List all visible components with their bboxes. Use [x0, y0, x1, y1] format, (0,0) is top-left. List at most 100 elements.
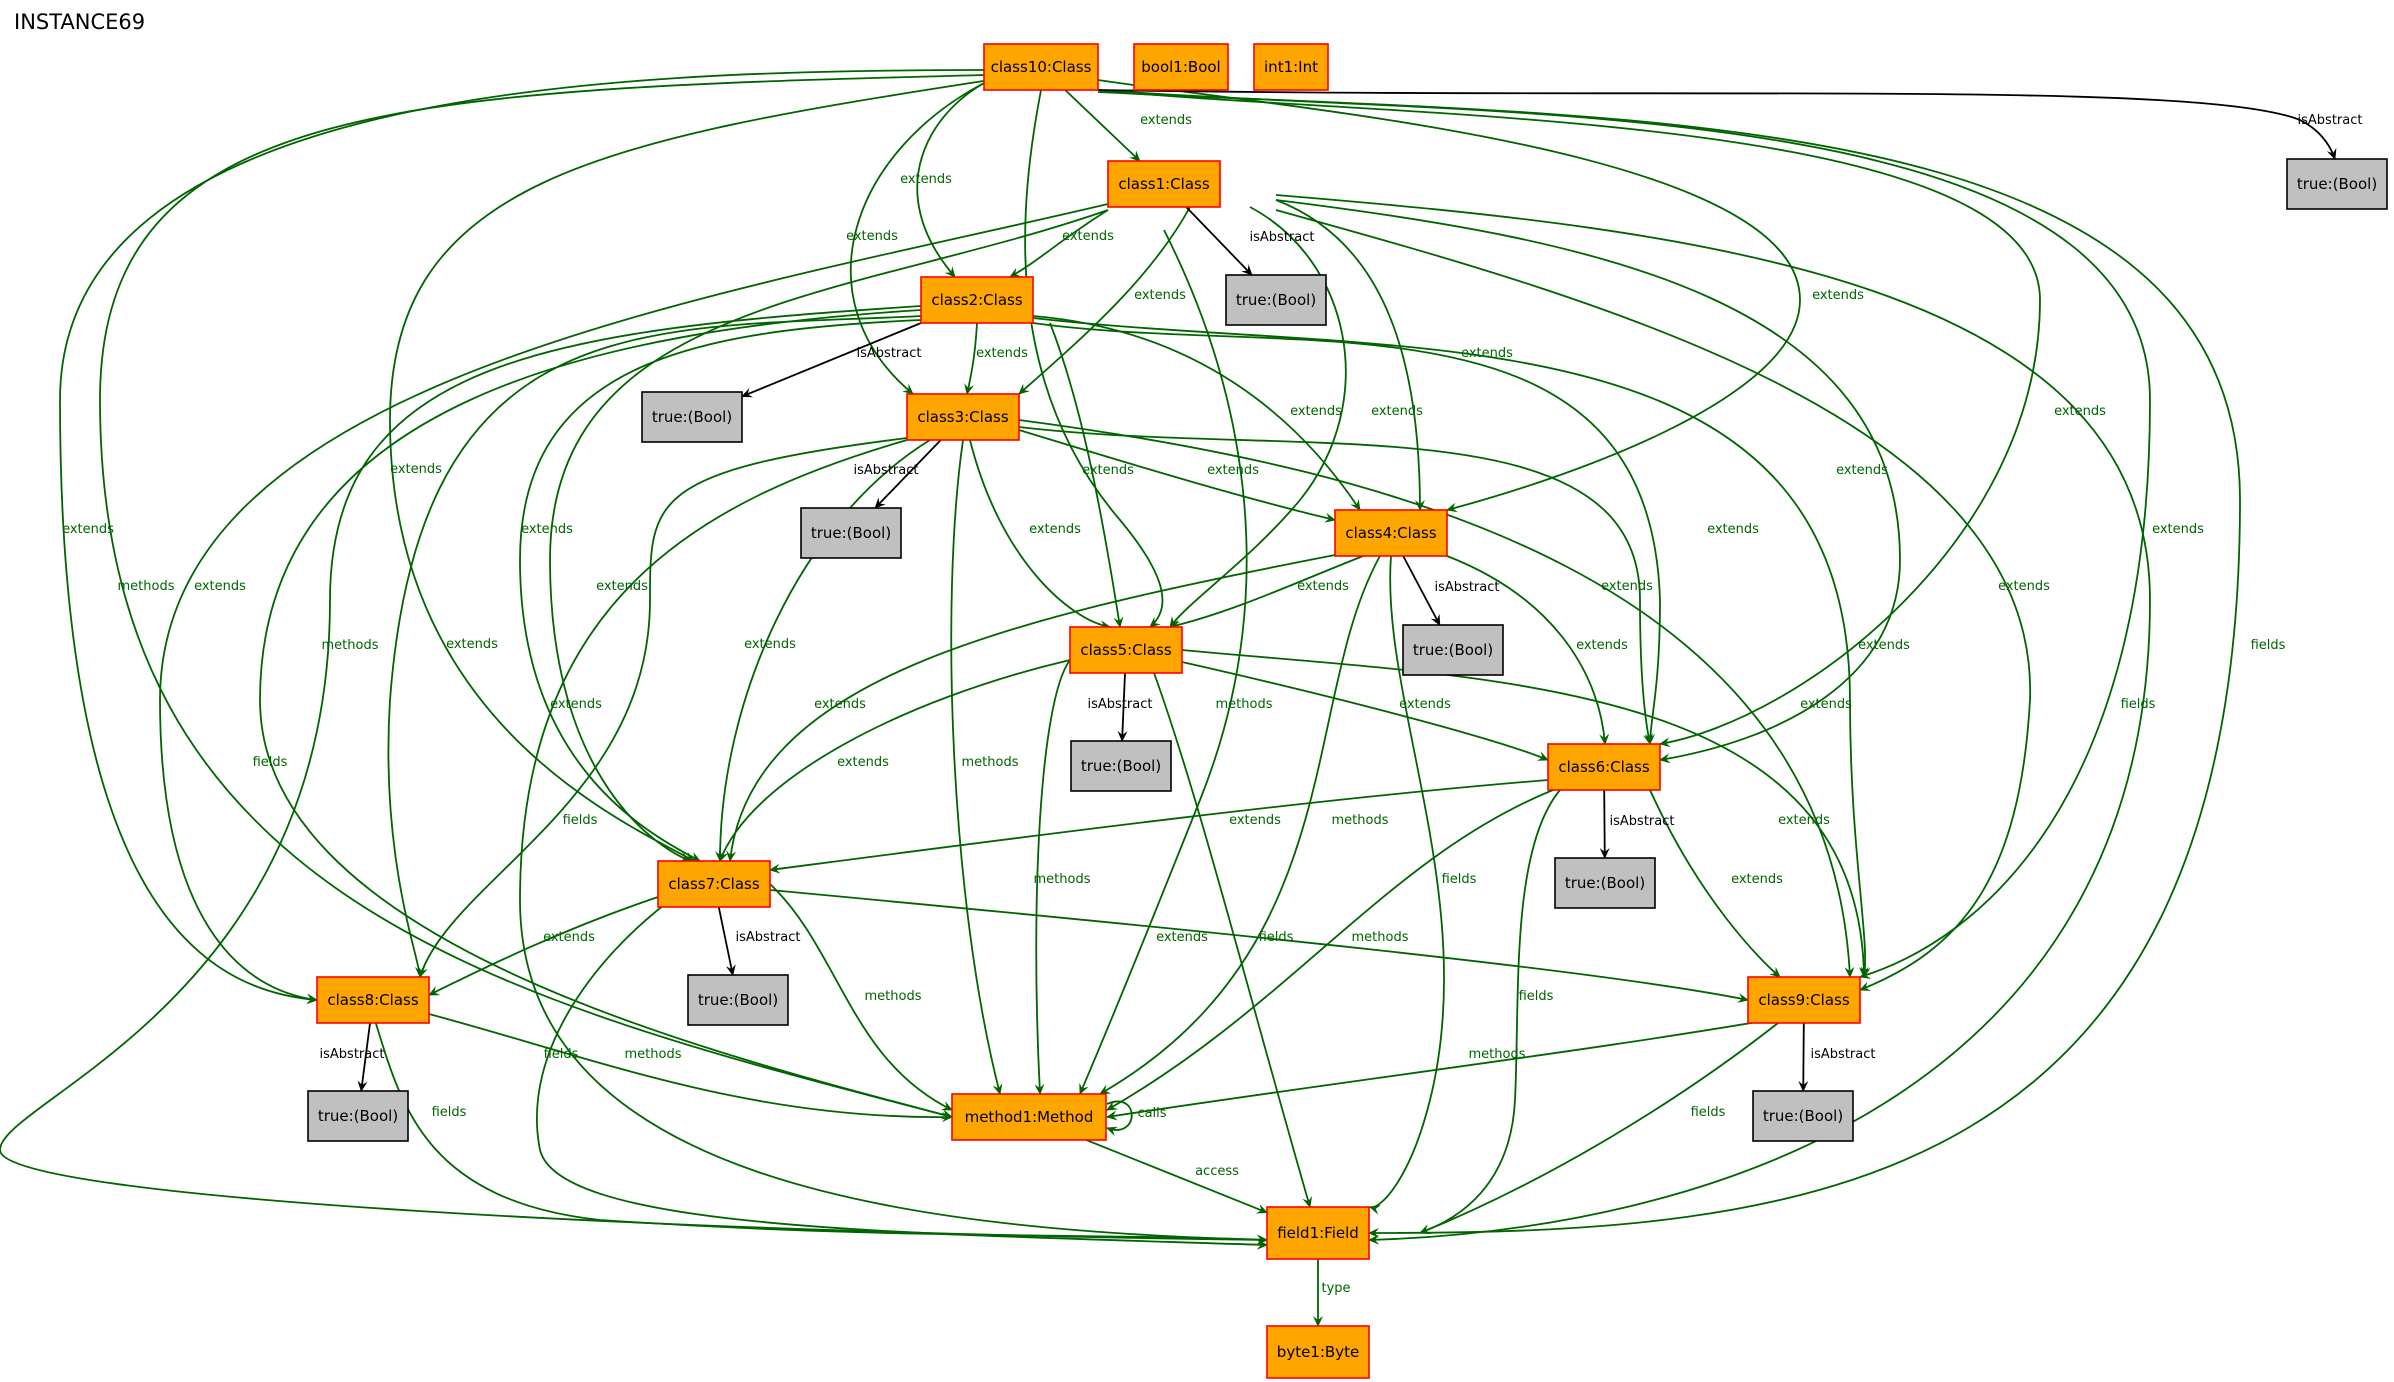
node-box-class5	[1069, 626, 1183, 674]
node-byte1[interactable]: byte1:Byte	[1266, 1325, 1370, 1379]
node-t4[interactable]: true:(Bool)	[1402, 624, 1504, 676]
edge-label-e55: extends	[1229, 813, 1281, 828]
node-box-t3	[800, 507, 902, 559]
node-class6[interactable]: class6:Class	[1547, 743, 1661, 791]
node-class9[interactable]: class9:Class	[1747, 976, 1861, 1024]
edge-class1-to-field1	[1275, 194, 2151, 1245]
edge-class4-to-class7	[726, 554, 1336, 862]
edge-label-e71: calls	[1137, 1106, 1166, 1121]
edge-label-e40: methods	[962, 755, 1019, 770]
edge-class8-to-t8	[357, 1022, 371, 1092]
edge-class4-to-field1	[1369, 555, 1445, 1215]
node-box-class9	[1747, 976, 1861, 1024]
node-class2[interactable]: class2:Class	[920, 276, 1034, 324]
edge-class5-to-field1	[1153, 672, 1313, 1208]
node-t8[interactable]: true:(Bool)	[307, 1090, 409, 1142]
edge-label-e41: fields	[563, 813, 598, 828]
node-label-class8: class8:Class	[327, 991, 418, 1009]
edge-label-e62: methods	[865, 989, 922, 1004]
edge-label-e56: extends	[1731, 872, 1783, 887]
edge-class3-to-field1	[519, 439, 1268, 1245]
edge-class5-to-t5	[1117, 672, 1128, 742]
edge-label-e51: extends	[1778, 813, 1830, 828]
edge-label-e20: extends	[1998, 579, 2050, 594]
edge-label-e6: extends	[2152, 522, 2204, 537]
edge-label-e44: extends	[1576, 638, 1628, 653]
edge-class5-to-class7	[718, 659, 1071, 862]
node-class4[interactable]: class4:Class	[1334, 509, 1448, 557]
node-box-class2	[920, 276, 1034, 324]
edge-label-e1: extends	[1140, 113, 1192, 128]
edge-label-e14: extends	[1134, 288, 1186, 303]
node-label-t2: true:(Bool)	[652, 408, 732, 426]
edge-label-e67: isAbstract	[320, 1047, 385, 1062]
node-label-class4: class4:Class	[1345, 524, 1436, 542]
node-label-class1: class1:Class	[1118, 175, 1209, 193]
node-class1[interactable]: class1:Class	[1107, 160, 1221, 208]
edge-label-e30: extends	[1858, 638, 1910, 653]
node-label-int1: int1:Int	[1264, 58, 1318, 76]
edge-class2-to-class9	[1032, 317, 1871, 978]
edge-class10-to-class8	[59, 69, 986, 1005]
node-label-class2: class2:Class	[931, 291, 1022, 309]
node-t10[interactable]: true:(Bool)	[2286, 158, 2388, 210]
node-label-bool1: bool1:Bool	[1141, 58, 1220, 76]
node-label-t1: true:(Bool)	[1236, 291, 1316, 309]
node-class7[interactable]: class7:Class	[657, 860, 771, 908]
edge-class10-to-class3	[849, 79, 991, 395]
edge-label-e39: extends	[1800, 697, 1852, 712]
edge-label-e18: extends	[596, 579, 648, 594]
edge-class2-to-class6	[1032, 322, 1661, 745]
edge-label-e61: extends	[1156, 930, 1208, 945]
edge-class6-to-class9	[1649, 789, 1781, 978]
node-field1[interactable]: field1:Field	[1266, 1206, 1370, 1260]
node-class3[interactable]: class3:Class	[906, 393, 1020, 441]
edge-label-e7: extends	[390, 462, 442, 477]
node-box-class4	[1334, 509, 1448, 557]
edge-label-e72: access	[1195, 1164, 1239, 1179]
node-t5[interactable]: true:(Bool)	[1070, 740, 1172, 792]
node-int1[interactable]: int1:Int	[1253, 43, 1329, 91]
edge-class5-to-class9	[1181, 649, 1869, 978]
edge-class3-to-class8	[418, 437, 908, 978]
edge-label-e63: fields	[544, 1047, 579, 1062]
edge-label-e32: fields	[253, 755, 288, 770]
node-class10[interactable]: class10:Class	[983, 43, 1099, 91]
node-bool1[interactable]: bool1:Bool	[1133, 43, 1229, 91]
edge-label-e69: fields	[1691, 1105, 1726, 1120]
node-class8[interactable]: class8:Class	[316, 976, 430, 1024]
edge-label-e59: isAbstract	[1610, 814, 1675, 829]
node-class5[interactable]: class5:Class	[1069, 626, 1183, 674]
edge-class10-to-method1	[99, 74, 986, 1120]
edge-label-e10: fields	[2251, 638, 2286, 653]
edge-label-e21: methods	[1216, 697, 1273, 712]
node-t6[interactable]: true:(Bool)	[1554, 857, 1656, 909]
edge-class4-to-class5	[1169, 544, 1392, 630]
node-t9[interactable]: true:(Bool)	[1752, 1090, 1854, 1142]
node-t1[interactable]: true:(Bool)	[1225, 274, 1327, 326]
edge-label-e9: methods	[118, 579, 175, 594]
edge-class2-to-class8	[387, 315, 922, 978]
edge-label-e36: extends	[1601, 579, 1653, 594]
node-label-class3: class3:Class	[917, 408, 1008, 426]
edge-label-e3: extends	[846, 229, 898, 244]
edge-label-e49: extends	[1399, 697, 1451, 712]
node-box-class10	[983, 43, 1099, 91]
edge-class6-to-class7	[769, 779, 1549, 874]
edge-class7-to-field1	[535, 892, 1268, 1250]
edge-class1-to-class5	[1169, 206, 1347, 628]
node-label-class9: class9:Class	[1758, 991, 1849, 1009]
node-label-t3: true:(Bool)	[811, 524, 891, 542]
edge-class4-to-method1	[1099, 555, 1381, 1095]
node-method1[interactable]: method1:Method	[951, 1093, 1107, 1141]
node-t2[interactable]: true:(Bool)	[641, 391, 743, 443]
edge-class5-to-class6	[1181, 661, 1549, 761]
node-t3[interactable]: true:(Bool)	[800, 507, 902, 559]
edge-label-e5: extends	[2054, 404, 2106, 419]
node-label-t8: true:(Bool)	[318, 1107, 398, 1125]
node-label-class7: class7:Class	[668, 875, 759, 893]
node-label-t4: true:(Bool)	[1413, 641, 1493, 659]
node-t7[interactable]: true:(Bool)	[687, 974, 789, 1026]
edge-label-e45: extends	[814, 697, 866, 712]
edge-class4-to-t4	[1402, 555, 1441, 626]
